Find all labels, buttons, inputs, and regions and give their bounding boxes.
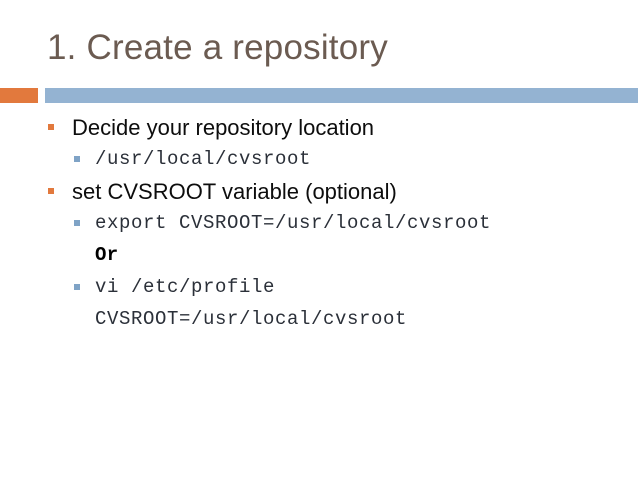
square-bullet-icon (48, 124, 54, 130)
list-item: /usr/local/cvsroot (0, 145, 638, 176)
list-item-label: vi /etc/profile (95, 276, 276, 298)
list-item-label: export CVSROOT=/usr/local/cvsroot (95, 212, 492, 234)
list-item-label: Or (95, 244, 119, 266)
divider-rule-bar (45, 88, 638, 103)
square-bullet-icon (74, 220, 80, 226)
square-bullet-icon (48, 188, 54, 194)
list-item-label: Decide your repository location (72, 115, 375, 140)
list-item: vi /etc/profile (0, 273, 638, 304)
square-bullet-icon (74, 156, 80, 162)
slide-body: Decide your repository location /usr/loc… (0, 113, 638, 337)
list-item-continuation: CVSROOT=/usr/local/cvsroot (0, 305, 638, 336)
list-item-separator-or: Or (0, 241, 638, 272)
page-title: 1. Create a repository (47, 28, 388, 67)
list-item-label: set CVSROOT variable (optional) (72, 179, 397, 204)
list-item: Decide your repository location (0, 113, 638, 144)
divider-accent-block (0, 88, 38, 103)
title-divider (0, 88, 638, 103)
list-item-label: /usr/local/cvsroot (95, 148, 312, 170)
square-bullet-icon (74, 284, 80, 290)
list-item: export CVSROOT=/usr/local/cvsroot (0, 209, 638, 240)
list-item: set CVSROOT variable (optional) (0, 177, 638, 208)
list-item-label: CVSROOT=/usr/local/cvsroot (95, 308, 408, 330)
